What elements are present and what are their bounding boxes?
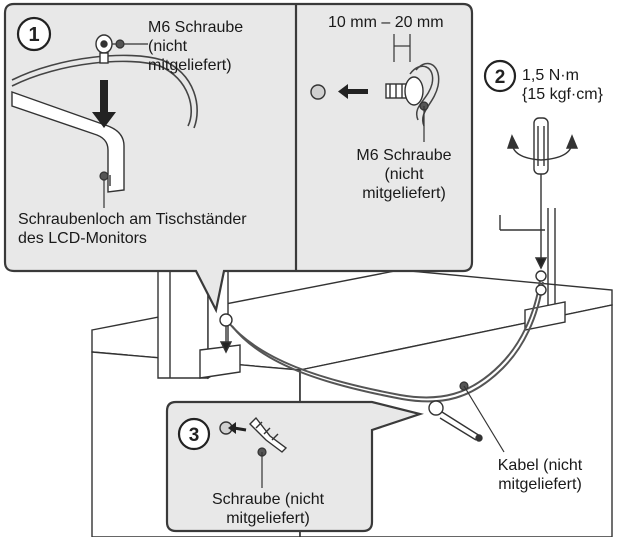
panel1-leaders [99,39,148,208]
step-2-badge: 2 [483,59,517,93]
panel1b-screw-icon [385,76,424,106]
bracket-screw-icon [535,270,547,296]
dimension-label: 10 mm – 20 mm [328,13,444,32]
callout-panel-3 [165,400,424,533]
step-1-number: 1 [28,24,39,46]
panel1b-leader [419,101,429,142]
m6-screw-label-right-line2: (nicht [384,166,424,183]
tv-stand-post [157,258,241,380]
panel1b-left-arrow-icon [338,84,368,99]
m6-screw-label-top: M6 Schraube (nicht mitgeliefert) [148,18,243,75]
dimension-marker [393,34,411,62]
panel3-arrow-icon [228,422,247,434]
screwdriver-icon [507,117,579,270]
wall-bracket [499,208,566,331]
panel1-stand-bar [11,91,125,193]
m6-screw-label-right-line3: mitgeliefert) [362,185,446,202]
screw-hole-label: Schraubenloch am Tischständer des LCD-Mo… [18,210,247,248]
cable-label-line2: mitgeliefert) [498,476,582,493]
torque-label: 1,5 N·m {15 kgf·cm} [522,66,603,104]
step-3-badge: 3 [177,417,211,451]
m6-screw-label-top-line1: M6 Schraube [148,19,244,36]
cable-leader [459,381,505,453]
screw-hole-label-line1: Schraubenloch am Tischständer [18,211,247,228]
post-screw-icon [219,313,233,354]
screw-bottom-label-line1: Schraube (nicht [211,491,325,508]
torque-label-line2: {15 kgf·cm} [522,86,603,103]
m6-screw-label-top-line3: mitgeliefert) [148,57,232,74]
screw-bottom-label-line2: mitgeliefert) [226,510,310,527]
screw-bottom-label: Schraube (nicht mitgeliefert) [198,490,338,528]
panel3-leader [257,447,267,488]
step-1-badge: 1 [16,16,52,52]
step-2-number: 2 [495,67,506,88]
dimension-text: 10 mm – 20 mm [328,14,444,31]
panel1-down-arrow-icon [92,80,116,128]
callout-panel-1 [3,2,474,314]
m6-screw-label-top-line2: (nicht [148,38,188,55]
panel1b-hole-icon [310,84,326,100]
m6-screw-label-right: M6 Schraube (nicht mitgeliefert) [342,146,466,203]
step-3-number: 3 [189,425,200,446]
cable-screw-icon [428,400,483,442]
screw-hole-label-line2: des LCD-Monitors [18,230,147,247]
cable-label: Kabel (nicht mitgeliefert) [478,456,602,494]
torque-label-line1: 1,5 N·m [522,67,579,84]
panel1-cable [11,54,198,129]
cable-label-line1: Kabel (nicht [497,457,583,474]
m6-screw-label-right-line1: M6 Schraube [356,147,452,164]
